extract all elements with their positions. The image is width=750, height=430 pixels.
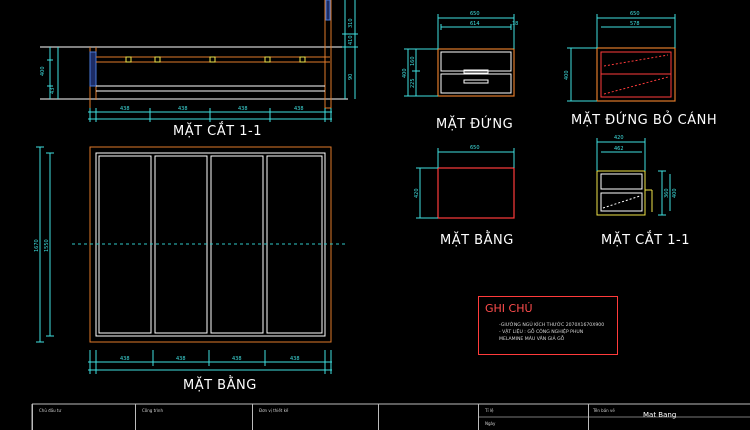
view-title-section-main: MẶT CẮT 1-1 [173,124,262,139]
dim-text: 578 [630,21,640,27]
plan-main-dim-text: 438 438 438 438 1670 1550 [34,239,300,362]
section-main-dim-text: 438 438 438 438 400 43 310 410 90 [40,18,354,112]
dim-text: 614 [470,21,480,27]
dim-text: 438 [294,106,304,112]
dim-text: 160 [410,56,416,66]
plan-small-dim-text: 650 420 [414,145,480,198]
title-block-cell-drawing: Tên bản vẽ Mat Bang [588,404,750,430]
view-title-elevation-no-doors: MẶT ĐỨNG BỎ CÁNH [571,113,718,128]
dim-text: 438 [120,356,130,362]
dim-text: 438 [176,356,186,362]
title-block-cell-designer: Đơn vị thiết kế [252,404,377,430]
dim-text: 225 [410,78,416,88]
notes-panel: GHI CHÚ -GIƯỜNG NGỦ KÍCH THƯỚC 2070X1670… [478,296,618,355]
dim-text: 650 [630,11,640,17]
dim-text: 400 [564,70,570,80]
dim-text: 438 [120,106,130,112]
title-block-cell-scale: Tỉ lệ Ngày [478,404,589,430]
dim-text: 438 [290,356,300,362]
title-block-label: Chủ đầu tư [39,408,62,413]
view-title-section-small: MẶT CẮT 1-1 [601,233,690,248]
dim-text: 650 [470,145,480,151]
dim-text: 1670 [34,239,40,252]
view-title-plan-main: MẶT BẰNG [183,378,257,393]
title-block-label: Công trình [142,408,163,413]
title-block-label: Tỉ lệ [485,408,494,413]
dim-text: 420 [614,135,624,141]
dim-text: 400 [672,188,678,198]
nightstand-plan [416,148,515,219]
notes-line: MELAMINE MÀU VÂN GIẢ GỖ [499,337,565,342]
dim-text: 400 [40,66,46,76]
dim-text: 438 [238,106,248,112]
drawing-name: Mat Bang [643,411,677,419]
elevation-no-doors-dim-text: 650 578 400 [564,11,640,80]
title-block-label: Tên bản vẽ [593,408,615,413]
dim-text: 310 [348,18,354,28]
title-block-cell-owner: Chủ đầu tư [32,404,133,430]
notes-line: - VẬT LIỆU : GỖ CÔNG NGHIỆP PHUN [499,330,584,335]
section-1-1-main [40,0,358,122]
dim-text: 90 [348,74,354,80]
dim-text: 438 [178,106,188,112]
dim-text: 462 [614,146,624,152]
title-block-cell-blank [378,404,477,430]
title-block-label: Đơn vị thiết kế [259,408,289,413]
nightstand-section [596,138,671,216]
dim-text: 1550 [44,239,50,252]
title-block-label: Ngày [485,421,496,426]
notes-title: GHI CHÚ [485,302,533,315]
dim-text: 438 [232,356,242,362]
notes-line: -GIƯỜNG NGỦ KÍCH THƯỚC 2070X1670X900 [499,323,605,328]
nightstand-elevation [404,14,515,97]
elevation-dim-text: 650 614 18 400 160 225 [402,11,518,88]
section-small-dim-text: 420 462 360 400 [614,135,678,198]
dim-text: 400 [402,68,408,78]
dim-text: 410 [348,35,354,45]
dim-text: 43 [50,88,56,94]
dim-text: 360 [664,188,670,198]
dim-text: 18 [512,21,518,27]
bed-plan-main [36,146,345,374]
view-title-plan-small: MẶT BẰNG [440,233,514,248]
dim-text: 420 [414,188,420,198]
nightstand-elevation-no-doors [567,14,676,102]
title-block-cell-project: Công trình [135,404,252,430]
view-title-elevation: MẶT ĐỨNG [436,117,514,132]
dim-text: 650 [470,11,480,17]
